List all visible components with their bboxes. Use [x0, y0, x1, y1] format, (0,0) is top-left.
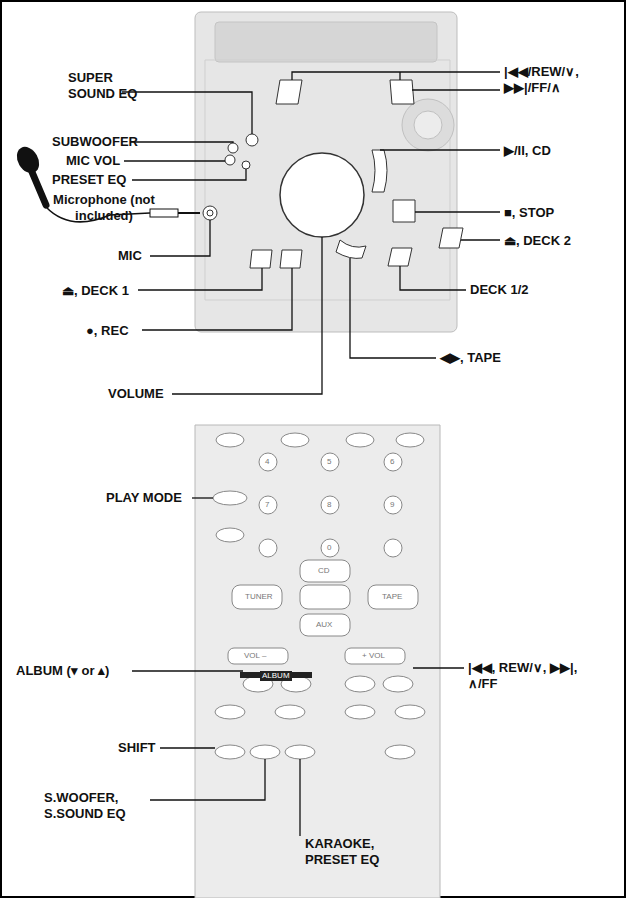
mic-head: [12, 143, 43, 177]
button-text: 7: [265, 500, 269, 510]
callout-label: ●, REC: [86, 323, 129, 339]
main-unit: [195, 12, 463, 332]
button-text: 6: [390, 457, 394, 467]
callout-label: ⏏, DECK 1: [62, 283, 129, 299]
callout-label: ⏏, DECK 2: [504, 233, 571, 249]
callout-label: ◀▶, TAPE: [440, 350, 501, 366]
play-button: [372, 150, 387, 192]
callout-label: SHIFT: [118, 740, 156, 756]
remote-buttons: [213, 433, 425, 759]
preset-eq-button: [242, 161, 250, 169]
callout-label: KARAOKE, PRESET EQ: [305, 836, 397, 868]
super-sound-button: [246, 134, 258, 146]
callout-label: ■, STOP: [504, 205, 554, 221]
callout-label: |◀◀/REW/∨, ▶▶|/FF/∧: [504, 64, 616, 96]
plug-tip: [178, 212, 200, 214]
remote-body: [195, 425, 440, 898]
button-text: ALBUM: [260, 671, 292, 681]
jog-dial-inner: [414, 111, 442, 139]
volume-knob: [280, 153, 364, 237]
callout-label: VOLUME: [108, 386, 164, 402]
deck12-button: [388, 248, 412, 266]
eject-deck2-button: [439, 228, 463, 248]
mic-jack: [203, 206, 217, 220]
callout-label: MIC: [118, 248, 142, 264]
callout-label: PLAY MODE: [106, 490, 182, 506]
button-text: + VOL: [362, 651, 385, 661]
unit-body: [195, 12, 457, 332]
mic-plug: [150, 209, 178, 217]
button-text: 5: [327, 457, 331, 467]
display-panel: [215, 22, 437, 62]
callout-label: ALBUM (▾ or ▴): [16, 663, 109, 679]
callout-label: MIC VOL: [66, 153, 120, 169]
button-text: 9: [390, 500, 394, 510]
subwoofer-button: [228, 143, 238, 153]
button-text: 0: [327, 543, 331, 553]
skip-back-button: [276, 80, 302, 104]
button-text: 4: [265, 457, 269, 467]
callout-label: Microphone (not included): [52, 192, 156, 224]
button-text: AUX: [316, 620, 332, 630]
mic-handle: [32, 172, 46, 205]
stop-button: [393, 200, 415, 222]
remote-control: [195, 425, 440, 898]
button-text: VOL –: [244, 651, 266, 661]
callout-label: SUPER SOUND EQ: [68, 70, 138, 102]
button-text: TUNER: [245, 592, 273, 602]
leader-lines: [122, 72, 500, 836]
rec-button: [280, 250, 302, 268]
callout-label: S.WOOFER, S.SOUND EQ: [44, 790, 149, 822]
callout-label: PRESET EQ: [52, 172, 126, 188]
callout-label: |◀◀, REW/∨, ▶▶|, ∧/FF: [468, 660, 578, 692]
tape-button: [336, 240, 366, 258]
callout-label: SUBWOOFER: [52, 134, 138, 150]
button-text: TAPE: [382, 592, 402, 602]
mic-jack-inner: [207, 210, 213, 216]
mic-vol-knob: [225, 155, 235, 165]
callout-label: ▶/II, CD: [504, 143, 551, 159]
button-text: 8: [327, 500, 331, 510]
skip-forward-button: [390, 80, 414, 104]
callout-label: DECK 1/2: [470, 282, 529, 298]
eject-deck1-button: [250, 250, 272, 268]
button-text: CD: [318, 566, 330, 576]
jog-dial: [402, 99, 454, 151]
